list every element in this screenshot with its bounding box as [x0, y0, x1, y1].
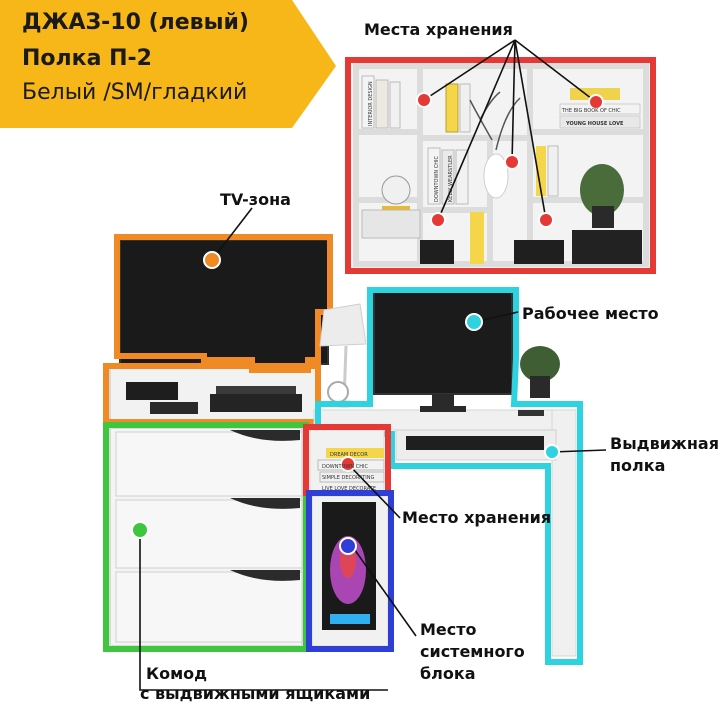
marker-workplace	[465, 313, 483, 331]
marker-storage-4	[538, 212, 554, 228]
leader-lines	[139, 39, 607, 691]
label-pc-line1: Место	[420, 620, 477, 639]
book-spine-3: KELLY WEARSTLER	[448, 155, 454, 202]
marker-small-storage	[340, 456, 356, 472]
label-pc-line2: системного	[420, 642, 525, 661]
label-pullout-line1: Выдвижная	[610, 434, 719, 453]
marker-pc-block	[339, 537, 357, 555]
banner-title: ДЖАЗ-10 (левый)	[22, 10, 249, 35]
lamp	[319, 303, 367, 408]
banner-subtitle: Полка П-2	[22, 46, 152, 71]
marker-storage-3	[504, 154, 520, 170]
label-workplace: Рабочее место	[522, 304, 659, 323]
wall-shelf	[349, 60, 653, 270]
book-spine-7: DOWNTOWN CHIC	[322, 464, 368, 470]
book-spine-2: DOWNTOWN CHIC	[434, 156, 440, 202]
book-spine-1: INTERIOR DESIGN	[368, 81, 374, 126]
workplace-zone-outline	[315, 287, 583, 665]
label-storage-shelf: Места хранения	[364, 20, 513, 39]
book-spine-5: YOUNG HOUSE LOVE	[565, 121, 624, 127]
book-spine-texts: INTERIOR DESIGN DOWNTOWN CHIC KELLY WEAR…	[322, 81, 624, 492]
label-tv-zone: TV-зона	[220, 190, 291, 209]
marker-tv	[203, 251, 221, 269]
pc-block-zone-outline	[306, 490, 394, 652]
banner-shape	[0, 0, 336, 128]
label-pullout-line2: полка	[610, 456, 666, 475]
marker-dresser	[131, 521, 149, 539]
marker-pullout	[544, 444, 560, 460]
zone-markers	[131, 92, 604, 555]
book-spine-9: LIVE LOVE DECORATE	[322, 486, 376, 492]
label-dresser-line1: Комод	[146, 664, 208, 683]
tv-unit	[109, 239, 329, 423]
book-spine-8: SIMPLE DECORATING	[322, 475, 375, 481]
book-spine-4: THE BIG BOOK OF CHIC	[561, 108, 621, 114]
label-small-storage: Место хранения	[402, 508, 552, 527]
label-pc-line3: блока	[420, 664, 476, 683]
marker-storage-1	[416, 92, 432, 108]
pc-block	[311, 495, 389, 647]
book-spine-6: DREAM DECOR	[330, 452, 368, 458]
banner-finish: Белый /SM/гладкий	[22, 80, 248, 105]
marker-storage-5	[588, 94, 604, 110]
marker-storage-2	[430, 212, 446, 228]
label-dresser-line2: с выдвижными ящиками	[140, 684, 371, 703]
storage-zone-outline	[345, 57, 656, 274]
